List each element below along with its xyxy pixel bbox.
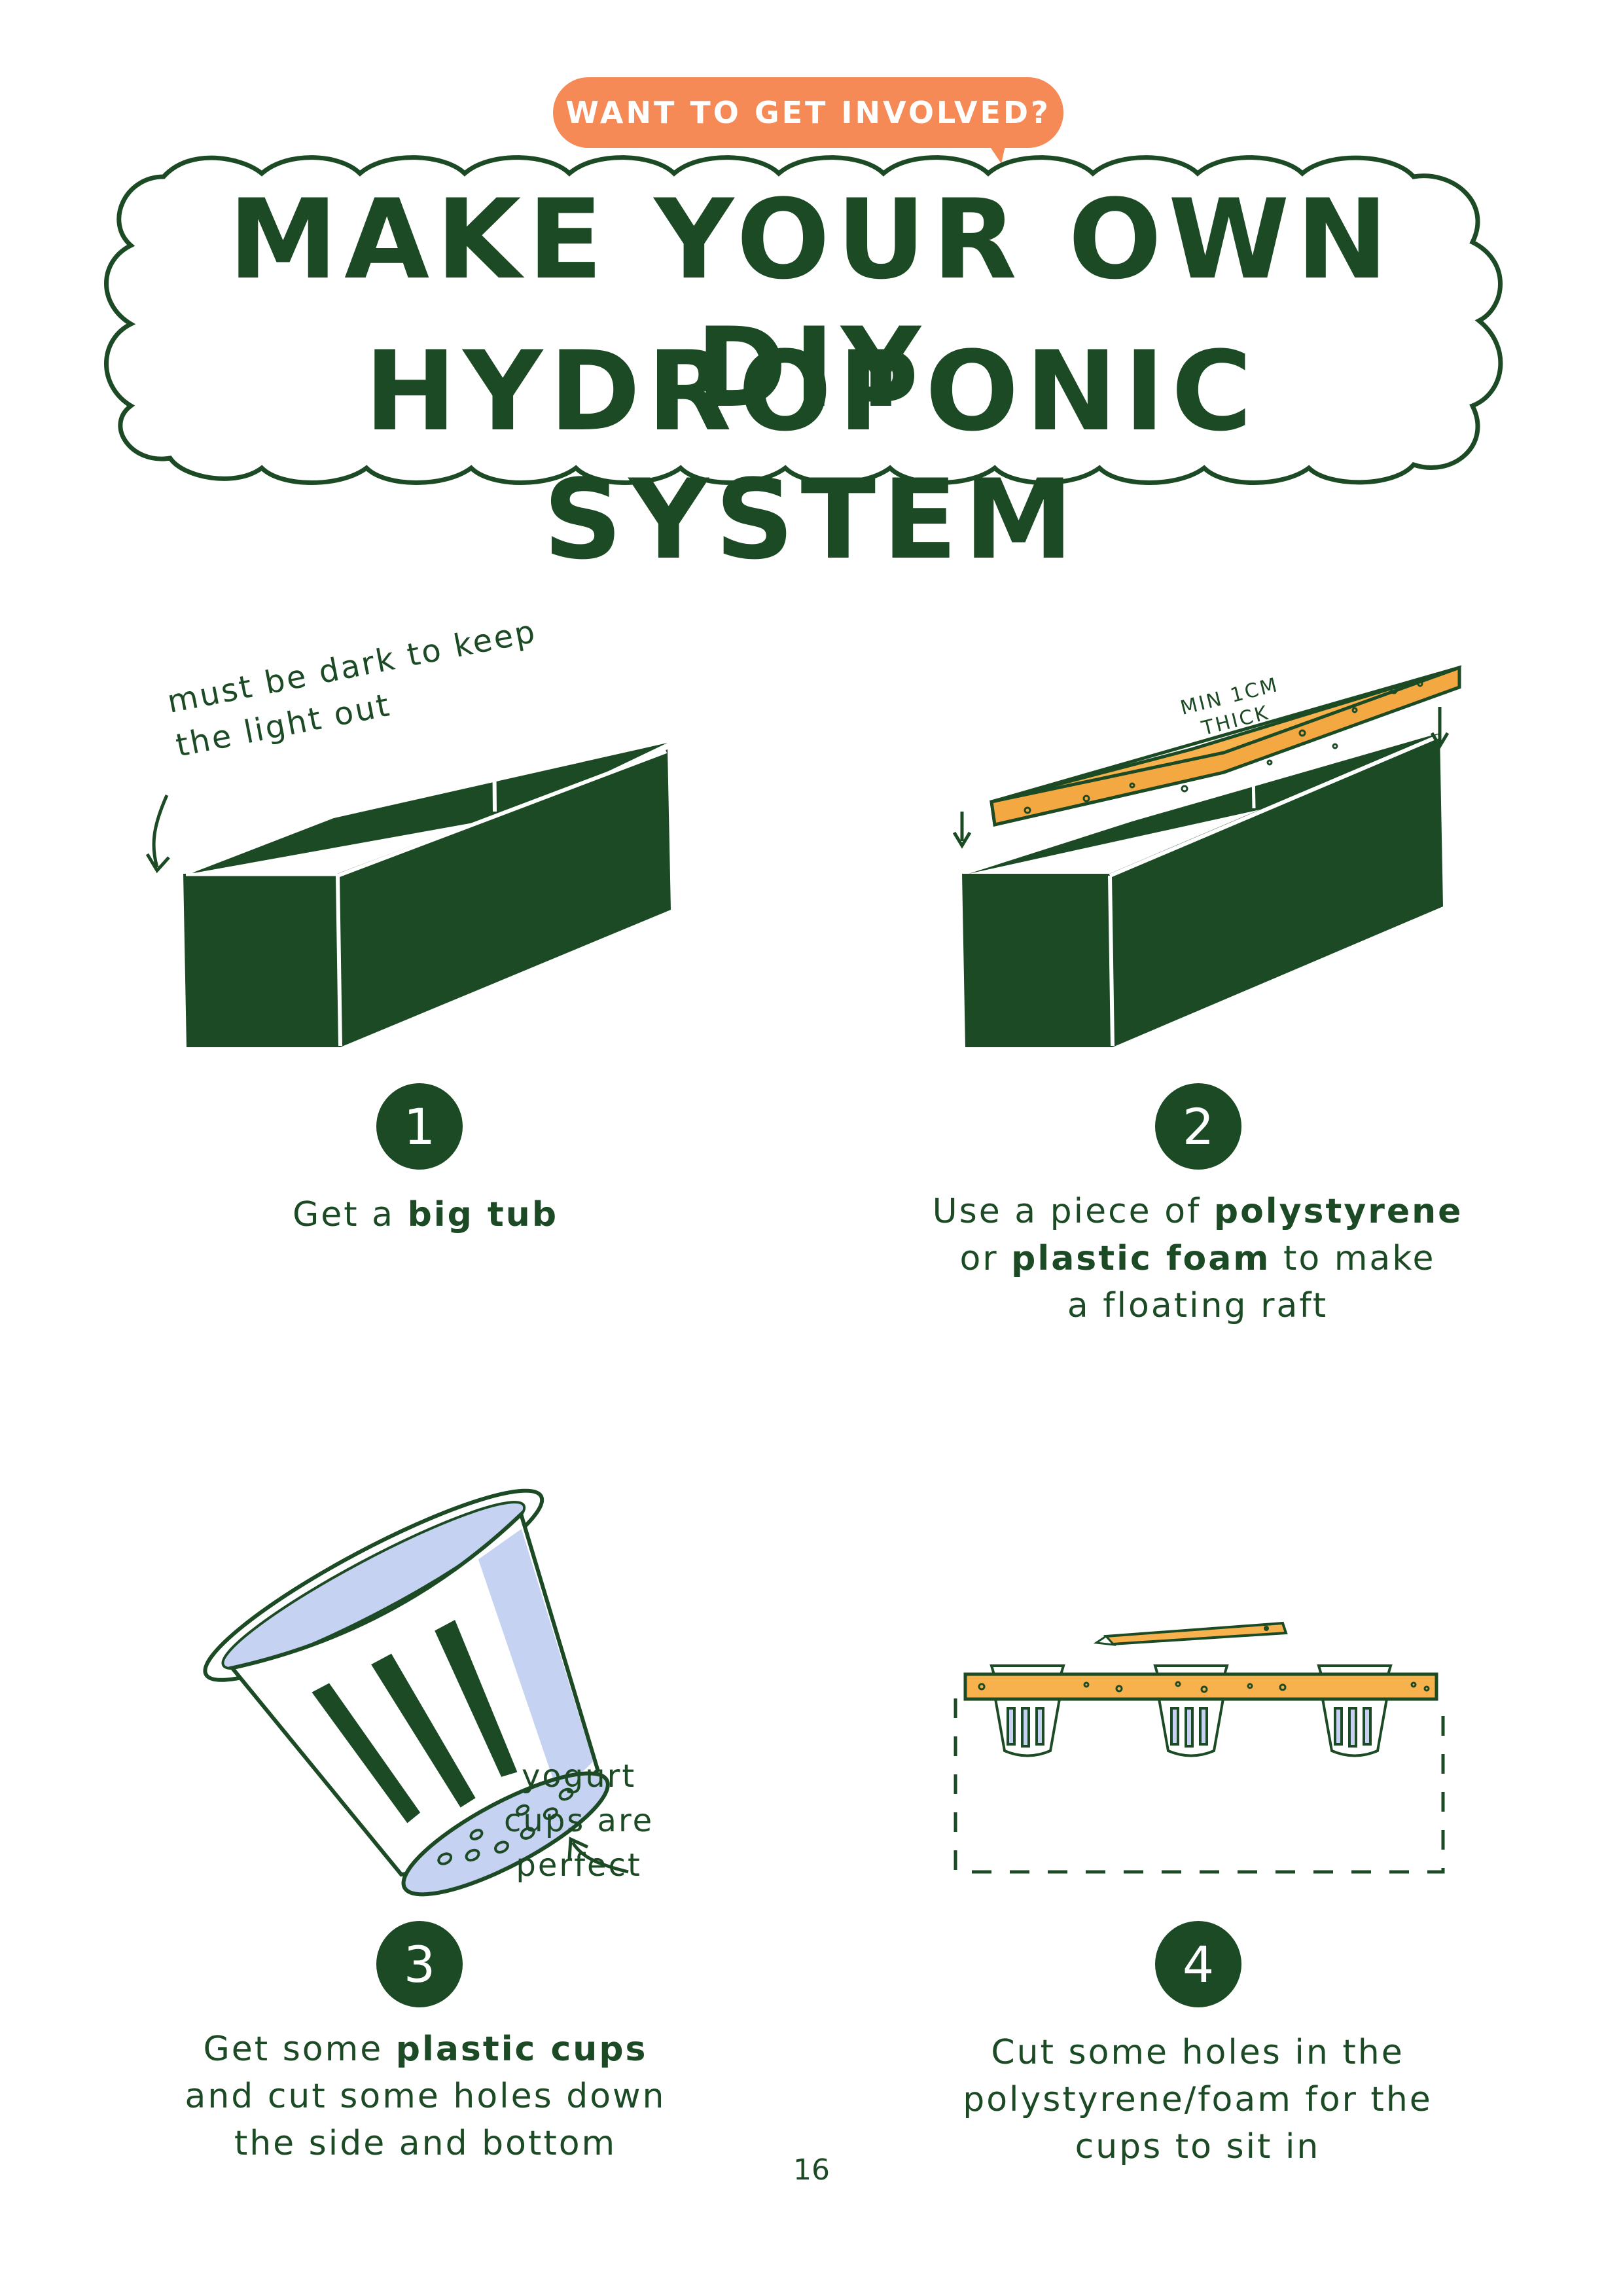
step-3-caption-line-3: the side and bottom <box>234 2124 617 2163</box>
step-2-caption-line-3: a floating raft <box>1067 1286 1329 1325</box>
step-1-caption-text: Get a <box>292 1195 408 1234</box>
step-1-badge: 1 <box>376 1083 463 1170</box>
step-2-caption: Use a piece of polystyrene or plastic fo… <box>903 1188 1492 1329</box>
cup-note-line-3: perfect <box>516 1847 642 1884</box>
step-2-caption-bold-2: plastic foam <box>1011 1239 1271 1278</box>
step-4-caption-line-3: cups to sit in <box>1075 2127 1321 2166</box>
cup-note: yogurt cups are perfect <box>504 1754 654 1888</box>
step-4-number: 4 <box>1182 1935 1215 1994</box>
page-title-line-2: HYDROPONIC SYSTEM <box>364 327 1259 584</box>
speech-bubble: WANT TO GET INVOLVED? <box>553 77 1063 148</box>
step-3-caption-line-2: and cut some holes down <box>185 2077 666 2116</box>
plastic-cup-illustration <box>203 1488 629 1897</box>
step-3-caption-line-1: Get some <box>203 2030 396 2069</box>
step-1-number: 1 <box>403 1097 436 1156</box>
page-number: 16 <box>793 2153 830 2187</box>
tub-with-foam-illustration <box>952 665 1462 1047</box>
cup-note-line-2: cups are <box>504 1803 654 1839</box>
speech-bubble-tail <box>982 134 1008 164</box>
step-2-badge: 2 <box>1155 1083 1241 1170</box>
step-4-caption-line-1: Cut some holes in the <box>991 2033 1404 2072</box>
step-1-caption: Get a big tub <box>196 1191 654 1238</box>
page-title-line-1: MAKE YOUR OWN DIY <box>228 175 1395 432</box>
step-2-caption-line-2: or <box>959 1239 1012 1278</box>
step-2-number: 2 <box>1182 1097 1215 1156</box>
step-4-badge: 4 <box>1155 1921 1241 2007</box>
cup-note-line-1: yogurt <box>521 1758 637 1795</box>
raft-with-cups-illustration <box>954 1621 1445 1874</box>
big-tub-illustration <box>145 738 671 1047</box>
step-3-caption: Get some plastic cups and cut some holes… <box>144 2026 707 2167</box>
title-cloud-outline <box>104 155 1503 485</box>
step-2-caption-line-1: Use a piece of <box>932 1192 1214 1231</box>
step-1-caption-bold: big tub <box>407 1195 559 1234</box>
step-2-caption-bold-1: polystyrene <box>1213 1192 1463 1231</box>
step-3-badge: 3 <box>376 1921 463 2007</box>
speech-bubble-text: WANT TO GET INVOLVED? <box>565 95 1051 130</box>
step-4-caption-line-2: polystyrene/foam for the <box>963 2080 1433 2119</box>
step-3-number: 3 <box>403 1935 436 1994</box>
step-3-caption-bold: plastic cups <box>395 2030 648 2069</box>
step-2-caption-line-2-end: to make <box>1270 1239 1436 1278</box>
step-4-caption: Cut some holes in the polystyrene/foam f… <box>903 2029 1492 2170</box>
